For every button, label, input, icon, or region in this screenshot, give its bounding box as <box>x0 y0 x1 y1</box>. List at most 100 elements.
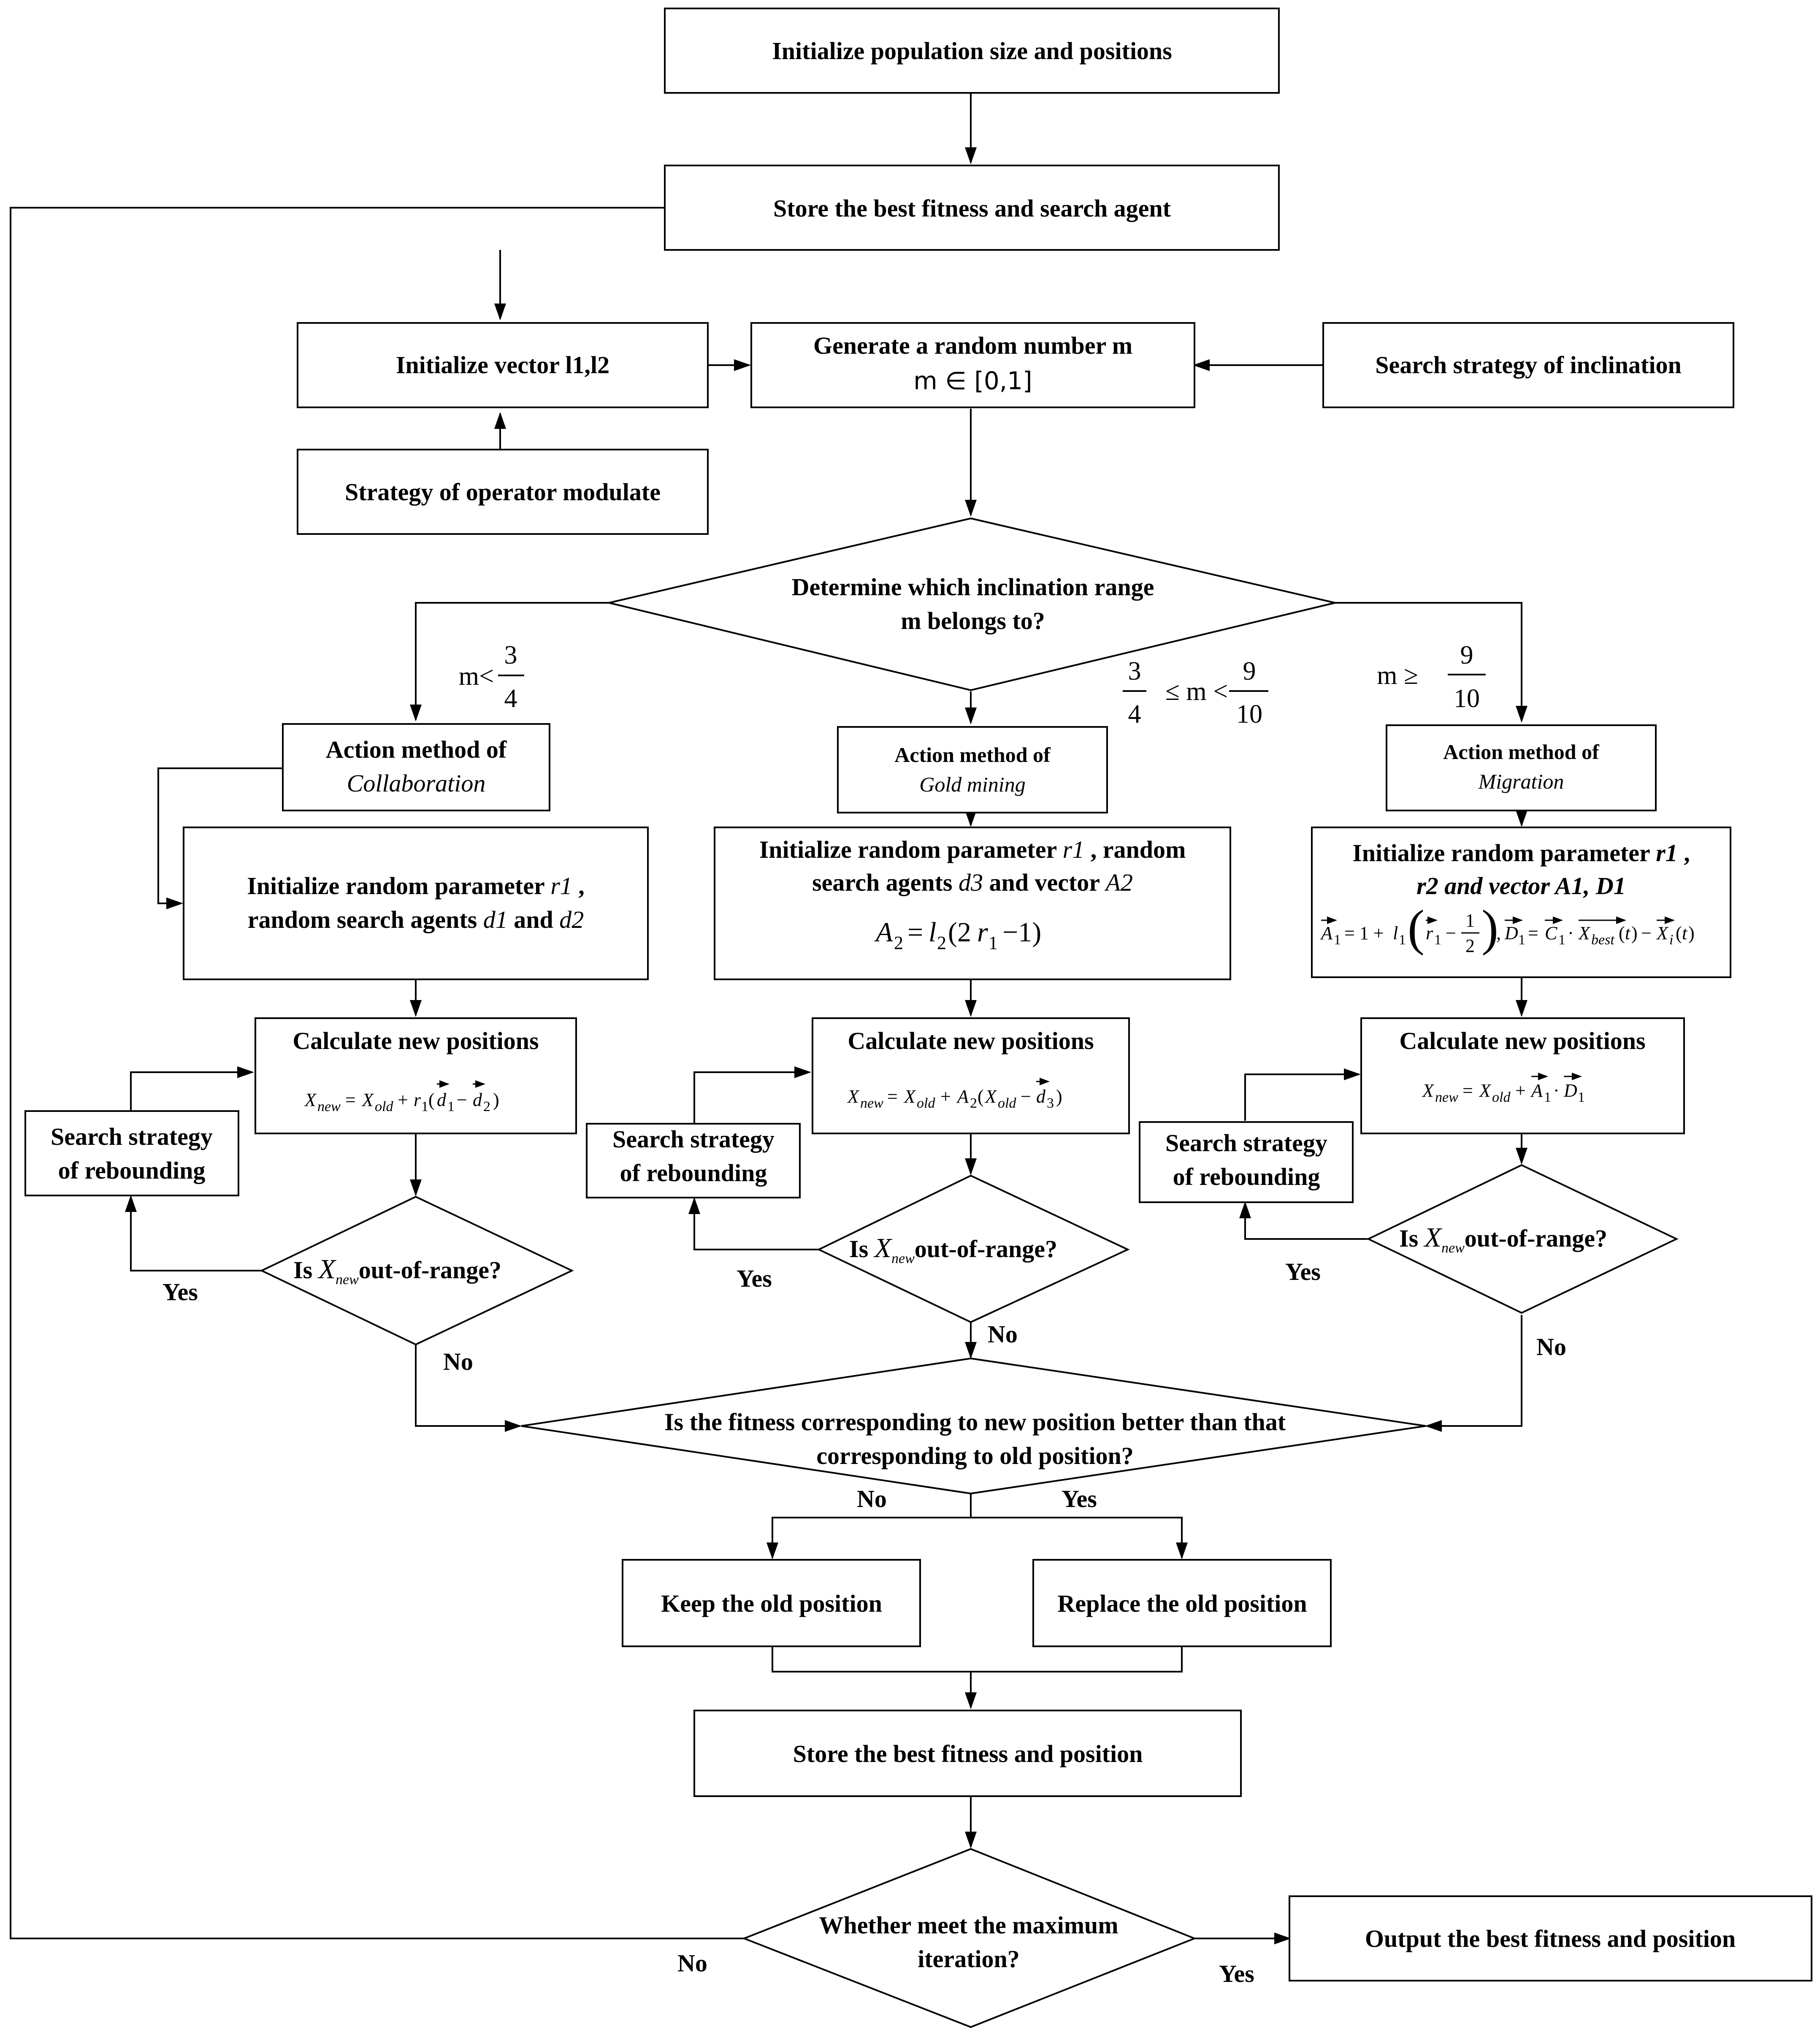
svg-text:old: old <box>917 1095 935 1111</box>
svg-text:): ) <box>493 1090 499 1110</box>
edge-collab-yes-to-rebound <box>125 1195 264 1271</box>
formula-gold-update: X new = X old + A 2 ( X old − d 3 ) <box>847 1078 1062 1111</box>
svg-text:Search strategy of inclination: Search strategy of inclination <box>1375 351 1681 379</box>
svg-text:2: 2 <box>483 1099 490 1114</box>
svg-text:X: X <box>1422 1080 1435 1101</box>
formula-a2: A 2 = l 2 (2 r 1 −1) <box>874 917 1041 953</box>
svg-text:D: D <box>1504 923 1518 943</box>
svg-text:+: + <box>1515 1080 1526 1101</box>
svg-text:1: 1 <box>1578 1090 1585 1105</box>
svg-text:=: = <box>887 1086 898 1107</box>
svg-text:corresponding to old position?: corresponding to old position? <box>816 1442 1133 1469</box>
svg-text:=: = <box>907 917 923 948</box>
svg-text:−1): −1) <box>1002 917 1041 948</box>
svg-text:2: 2 <box>937 932 946 953</box>
svg-text:1: 1 <box>447 1099 455 1114</box>
svg-text:search agents d3 and vector A2: search agents d3 and vector A2 <box>812 869 1133 896</box>
svg-text:=: = <box>1462 1080 1473 1101</box>
svg-text:3: 3 <box>1128 657 1141 686</box>
svg-text:1: 1 <box>989 932 998 953</box>
svg-text:1: 1 <box>421 1099 428 1114</box>
condition-gold-mining: 3 4 ≤ m < 9 10 <box>1123 657 1268 729</box>
svg-text:old: old <box>1492 1090 1511 1105</box>
output-best-box: Output the best fitness and position <box>1289 1895 1812 1981</box>
svg-text:−: − <box>1446 923 1456 943</box>
svg-text:Search strategy: Search strategy <box>1165 1129 1327 1157</box>
svg-text:Calculate new positions: Calculate new positions <box>1399 1027 1645 1054</box>
edge-determine-to-collab <box>410 602 609 721</box>
svg-text:Initialize random parameter r1: Initialize random parameter r1 , <box>1352 839 1690 867</box>
svg-text:l: l <box>929 917 936 948</box>
init-population-box: Initialize population size and positions <box>664 8 1280 94</box>
collaboration-init-box: Initialize random parameter r1 , random … <box>183 827 649 980</box>
svg-text:r: r <box>1426 923 1433 943</box>
operator-modulate-box: Strategy of operator modulate <box>297 449 709 535</box>
svg-text:3: 3 <box>504 641 517 670</box>
svg-text:(: ( <box>428 1090 435 1110</box>
max-iter-yes-label: Yes <box>1219 1960 1254 1987</box>
svg-text:Initialize random parameter r1: Initialize random parameter r1 , <box>247 872 585 900</box>
svg-text:X: X <box>1578 923 1591 943</box>
svg-text:Keep the old position: Keep the old position <box>661 1590 882 1617</box>
svg-text:≤ m <: ≤ m < <box>1165 677 1228 706</box>
migration-calc-box: Calculate new positions X new = X old + … <box>1360 1017 1685 1134</box>
svg-text:+: + <box>398 1090 408 1110</box>
svg-text:old: old <box>375 1099 393 1114</box>
svg-text:Is Xnewout-of-range?: Is Xnewout-of-range? <box>293 1254 501 1288</box>
edge-fitness-yes-to-replace <box>971 1517 1188 1559</box>
svg-text:Store the best fitness and sea: Store the best fitness and search agent <box>773 195 1171 222</box>
svg-text:i: i <box>1669 932 1673 948</box>
svg-text:r2 and vector A1, D1: r2 and vector A1, D1 <box>1416 872 1626 900</box>
edge-determine-to-migration <box>1335 602 1528 723</box>
svg-text:t: t <box>1625 923 1631 943</box>
migration-out-of-range-decision: Is Xnewout-of-range? <box>1366 1164 1679 1314</box>
svg-text:best: best <box>1591 932 1615 948</box>
fitness-no-label: No <box>857 1485 887 1513</box>
formula-a1-d1: A 1 = 1 + l 1 ( r 1 − 1 2 ) , D 1 = C 1 … <box>1320 900 1695 956</box>
svg-text:Store the best fitness and pos: Store the best fitness and position <box>793 1740 1143 1767</box>
svg-text:X: X <box>903 1086 916 1107</box>
svg-text:A: A <box>874 917 893 948</box>
svg-text:): ) <box>1481 900 1498 956</box>
replace-old-position-box: Replace the old position <box>1032 1559 1332 1647</box>
svg-text:m ≥: m ≥ <box>1377 661 1418 690</box>
svg-text:m belongs to?: m belongs to? <box>901 607 1045 634</box>
svg-text:,: , <box>1496 923 1501 943</box>
edge-gold-yes-to-rebound <box>688 1197 819 1250</box>
svg-text:1: 1 <box>1334 932 1341 948</box>
svg-text:d: d <box>1036 1086 1046 1107</box>
svg-text:=: = <box>1528 923 1538 943</box>
svg-text:): ) <box>1056 1086 1062 1107</box>
migration-no-label: No <box>1536 1333 1566 1361</box>
svg-text:C: C <box>1545 923 1557 943</box>
svg-text:Collaboration: Collaboration <box>347 770 486 797</box>
collaboration-out-of-range-decision: Is Xnewout-of-range? <box>260 1195 574 1346</box>
svg-text:4: 4 <box>504 684 517 713</box>
svg-text:A: A <box>1320 923 1333 943</box>
gold-mining-rebound-box: Search strategy of rebounding <box>586 1123 801 1198</box>
svg-text:m ∈ [0,1]: m ∈ [0,1] <box>913 366 1032 395</box>
svg-text:(2: (2 <box>948 917 971 948</box>
svg-text:new: new <box>1435 1090 1458 1105</box>
gold-mining-init-box: Initialize random parameter r1 , random … <box>714 827 1231 980</box>
svg-text:): ) <box>1631 923 1638 943</box>
svg-text:·: · <box>1553 1080 1560 1101</box>
svg-text:−: − <box>1641 923 1652 943</box>
store-best-position-box: Store the best fitness and position <box>693 1710 1242 1797</box>
gold-mining-calc-box: Calculate new positions X new = X old + … <box>812 1017 1130 1134</box>
edge-fitness-no-to-keep <box>766 1494 972 1559</box>
svg-text:Initialize population size and: Initialize population size and positions <box>772 37 1172 65</box>
gold-mining-action-box: Action method of Gold mining <box>837 726 1108 813</box>
svg-text:1: 1 <box>1544 1090 1551 1105</box>
svg-text:X: X <box>847 1086 860 1107</box>
svg-text:1: 1 <box>1399 932 1406 948</box>
edge-migration-rebound-to-calc <box>1244 1068 1361 1121</box>
svg-text:new: new <box>317 1099 341 1114</box>
svg-text:+: + <box>940 1086 951 1107</box>
svg-text:iteration?: iteration? <box>918 1945 1020 1973</box>
svg-text:2: 2 <box>894 932 903 953</box>
svg-text:Is Xnewout-of-range?: Is Xnewout-of-range? <box>1399 1222 1607 1256</box>
collab-yes-label: Yes <box>162 1278 198 1306</box>
svg-text:10: 10 <box>1236 700 1262 729</box>
svg-text:2: 2 <box>1465 935 1475 956</box>
